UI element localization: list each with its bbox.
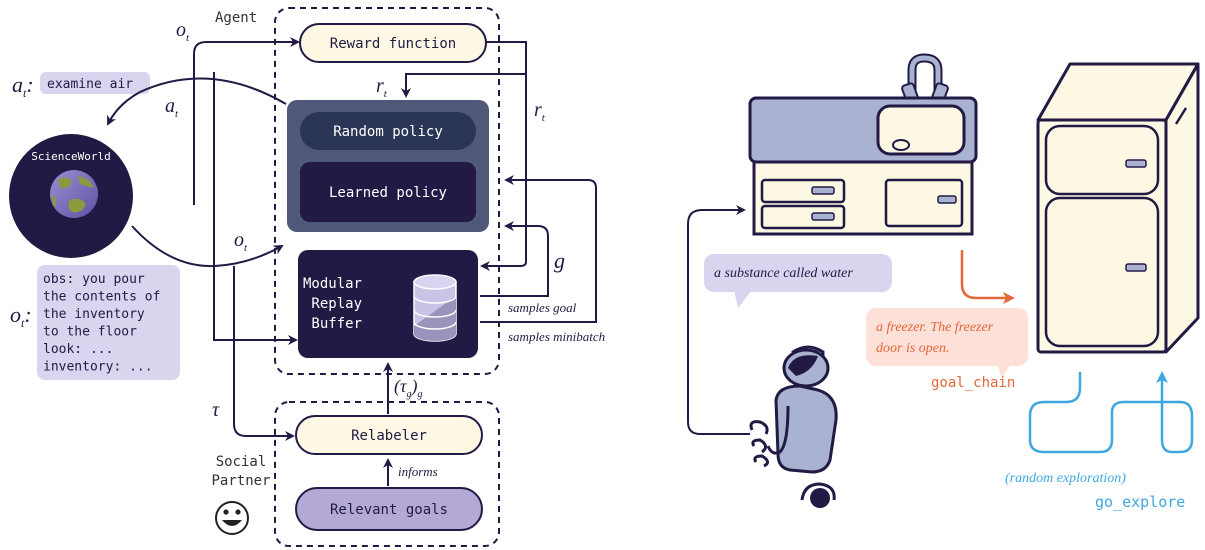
edge-world-to-agent [131, 225, 284, 268]
action-bubble [40, 72, 150, 94]
social-partner-line2: Partner [211, 473, 270, 489]
edge-robot-to-sink [687, 205, 750, 435]
edge-random-exploration [1028, 371, 1194, 454]
samples-minibatch-label: samples minibatch [508, 329, 605, 344]
planet-earth-icon [50, 170, 98, 218]
edge-tau-g: (τg)g [394, 376, 422, 400]
obs-text-block: obs: you pour the contents of the inventor… [43, 272, 160, 375]
edge-r-outer: rt [534, 99, 546, 124]
obs-label: ot: [10, 302, 32, 330]
robot-icon [749, 345, 838, 508]
scienceworld-label: ScienceWorld [31, 150, 110, 163]
samples-goal-label: samples goal [508, 300, 577, 315]
smiling-face-icon [215, 501, 249, 535]
edge-reward-to-buffer [480, 74, 527, 271]
random-policy-label: Random policy [333, 124, 443, 140]
relabeler-box [295, 415, 483, 455]
obs-line: to the floor [43, 325, 137, 340]
obs-line: the inventory [43, 307, 145, 322]
edge-obs-to-buffer [213, 72, 298, 345]
edge-g: g [554, 248, 565, 273]
random-exploration-label: (random exploration) [1005, 471, 1126, 486]
action-label: at: [12, 72, 34, 100]
agent-label: Agent [215, 10, 257, 26]
obs-line: obs: you pour [43, 272, 145, 287]
edge-samples-minibatch [480, 175, 597, 323]
edge-tau: τ [212, 399, 220, 421]
database-icon [413, 274, 457, 342]
go-explore-label: go_explore [1095, 493, 1185, 511]
obs-line: the contents of [43, 290, 160, 305]
edge-a: at [165, 95, 179, 120]
obs-line: look: ... [43, 342, 113, 357]
water-bubble-text: a substance called water [714, 266, 853, 281]
buffer-line2: Replay [311, 296, 362, 312]
kitchen-sink-counter-icon [748, 53, 978, 236]
goal-chain-label: goal_chain [931, 375, 1015, 391]
social-partner-line1: Social [216, 454, 267, 470]
relevant-goals-label: Relevant goals [330, 502, 448, 518]
learned-policy-label: Learned policy [329, 185, 447, 201]
buffer-line1: Modular [303, 276, 362, 292]
buffer-line3: Buffer [311, 316, 362, 332]
edge-action-to-world [107, 77, 287, 126]
social-partner-box [274, 401, 500, 547]
action-text: examine air [47, 77, 133, 92]
obs-bubble [37, 265, 180, 380]
random-policy-box [300, 112, 476, 150]
freezer-bubble-line1: a freezer. The freezer [876, 320, 994, 335]
obs-line: inventory: ... [43, 360, 153, 375]
edge-r-inner: rt [376, 75, 388, 100]
edge-obs-to-reward [193, 37, 300, 205]
reward-function-label: Reward function [330, 36, 456, 52]
edge-o-mid: ot [234, 229, 248, 254]
edge-o-top: ot [176, 19, 190, 44]
relevant-goals-box [295, 487, 483, 531]
informs-label: informs [398, 464, 438, 479]
edge-tau-to-relabeler [233, 266, 295, 441]
freezer-speech-bubble [866, 308, 1028, 378]
water-speech-bubble [704, 254, 892, 308]
freezer-icon [1036, 62, 1200, 354]
learned-policy-box [300, 162, 476, 222]
freezer-bubble-line2: door is open. [876, 341, 950, 356]
edge-goal-chain [960, 250, 1015, 304]
edge-samples-goal [480, 221, 549, 297]
relabeler-label: Relabeler [351, 428, 427, 444]
